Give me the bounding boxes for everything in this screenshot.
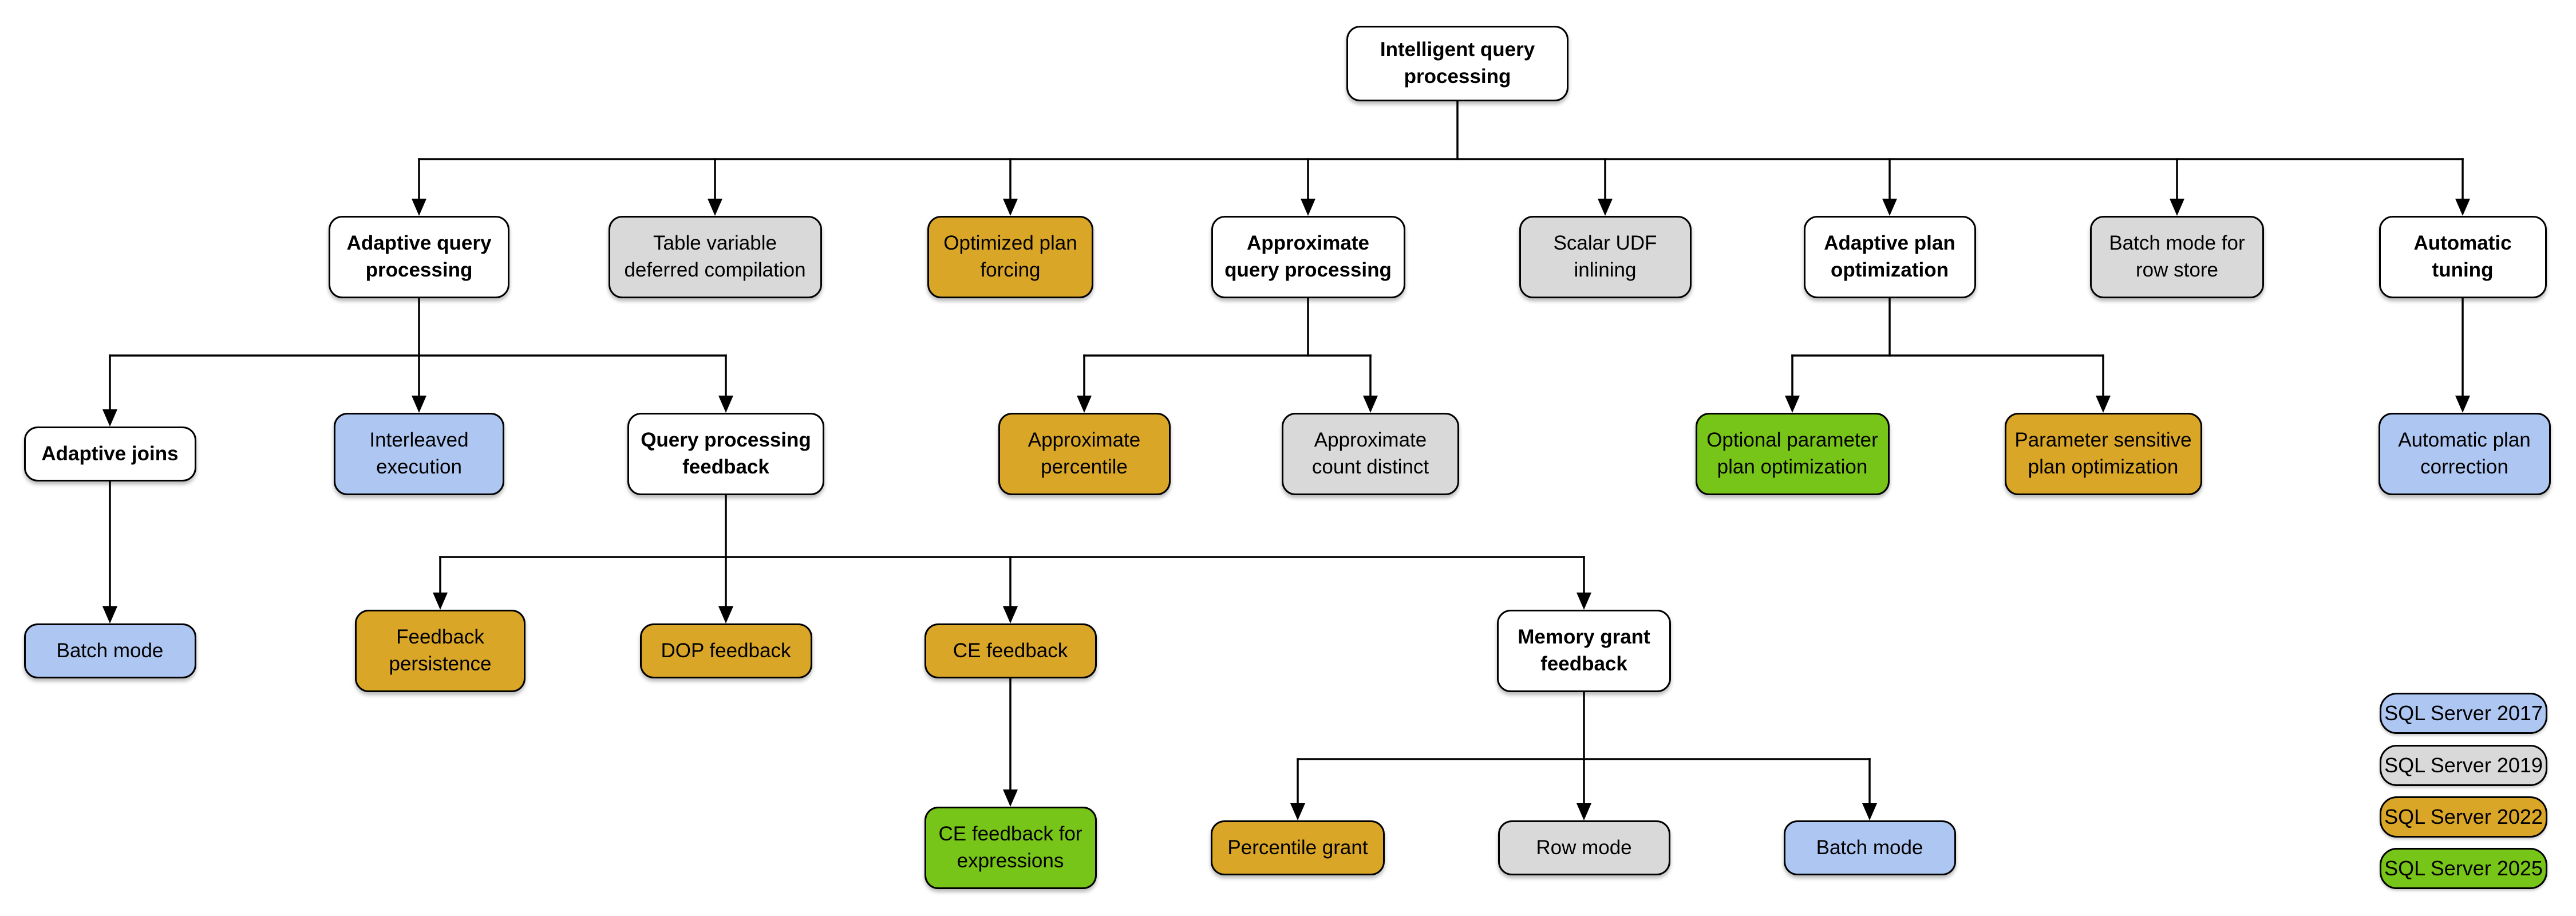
arrowhead-icon	[1598, 199, 1613, 216]
legend-sql2025: SQL Server 2025	[2380, 848, 2547, 889]
node-aj: Adaptive joins	[23, 427, 196, 481]
arrowhead-icon	[1577, 593, 1591, 610]
node-rm: Row mode	[1498, 820, 1670, 875]
arrowhead-icon	[2096, 396, 2111, 413]
arrowhead-icon	[2455, 396, 2470, 413]
node-fp: Feedback persistence	[355, 610, 526, 692]
arrowhead-icon	[433, 593, 448, 610]
node-apqp: Approximate query processing	[1211, 216, 1405, 298]
node-dop: DOP feedback	[639, 623, 812, 678]
legend-sql2019: SQL Server 2019	[2380, 745, 2547, 786]
arrowhead-icon	[1882, 199, 1897, 216]
arrowhead-icon	[1290, 803, 1305, 820]
node-opf: Optimized plan forcing	[927, 216, 1093, 298]
arrowhead-icon	[1363, 396, 1378, 413]
node-bmrs: Batch mode for row store	[2090, 216, 2264, 298]
node-tvdc: Table variable deferred compilation	[608, 216, 822, 298]
arrowhead-icon	[2455, 199, 2470, 216]
node-apc: Automatic plan correction	[2378, 413, 2551, 495]
legend-sql2017: SQL Server 2017	[2380, 693, 2547, 734]
arrowhead-icon	[1785, 396, 1800, 413]
node-at: Automatic tuning	[2379, 216, 2547, 298]
node-acd: Approximate count distinct	[1282, 413, 1459, 495]
node-pg: Percentile grant	[1211, 820, 1385, 875]
arrowhead-icon	[412, 199, 426, 216]
arrowhead-icon	[1003, 789, 1018, 807]
arrowhead-icon	[708, 199, 722, 216]
arrowhead-icon	[412, 396, 426, 413]
node-ap: Approximate percentile	[998, 413, 1171, 495]
node-apo: Adaptive plan optimization	[1803, 216, 1976, 298]
arrowhead-icon	[718, 606, 733, 623]
node-qpf: Query processing feedback	[627, 413, 824, 495]
node-pspo: Parameter sensitive plan optimization	[2004, 413, 2202, 495]
node-oppo: Optional parameter plan optimization	[1695, 413, 1890, 495]
node-cef: CE feedback	[924, 623, 1097, 678]
arrowhead-icon	[1003, 199, 1018, 216]
node-bm2: Batch mode	[1783, 820, 1956, 875]
node-sudf: Scalar UDF inlining	[1519, 216, 1692, 298]
arrowhead-icon	[2170, 199, 2184, 216]
arrowhead-icon	[1077, 396, 1092, 413]
arrowhead-icon	[1577, 803, 1591, 820]
node-bm1: Batch mode	[23, 623, 196, 678]
arrowhead-icon	[1301, 199, 1315, 216]
legend-sql2022: SQL Server 2022	[2380, 796, 2547, 838]
node-aqp: Adaptive query processing	[329, 216, 509, 298]
node-cefe: CE feedback for expressions	[924, 807, 1097, 889]
arrowhead-icon	[102, 409, 117, 427]
node-ie: Interleaved execution	[334, 413, 504, 495]
node-mgf: Memory grant feedback	[1497, 610, 1671, 692]
arrowhead-icon	[718, 396, 733, 413]
arrowhead-icon	[1862, 803, 1877, 820]
arrowhead-icon	[102, 606, 117, 623]
arrowhead-icon	[1003, 606, 1018, 623]
node-iqp: Intelligent query processing	[1346, 26, 1568, 101]
